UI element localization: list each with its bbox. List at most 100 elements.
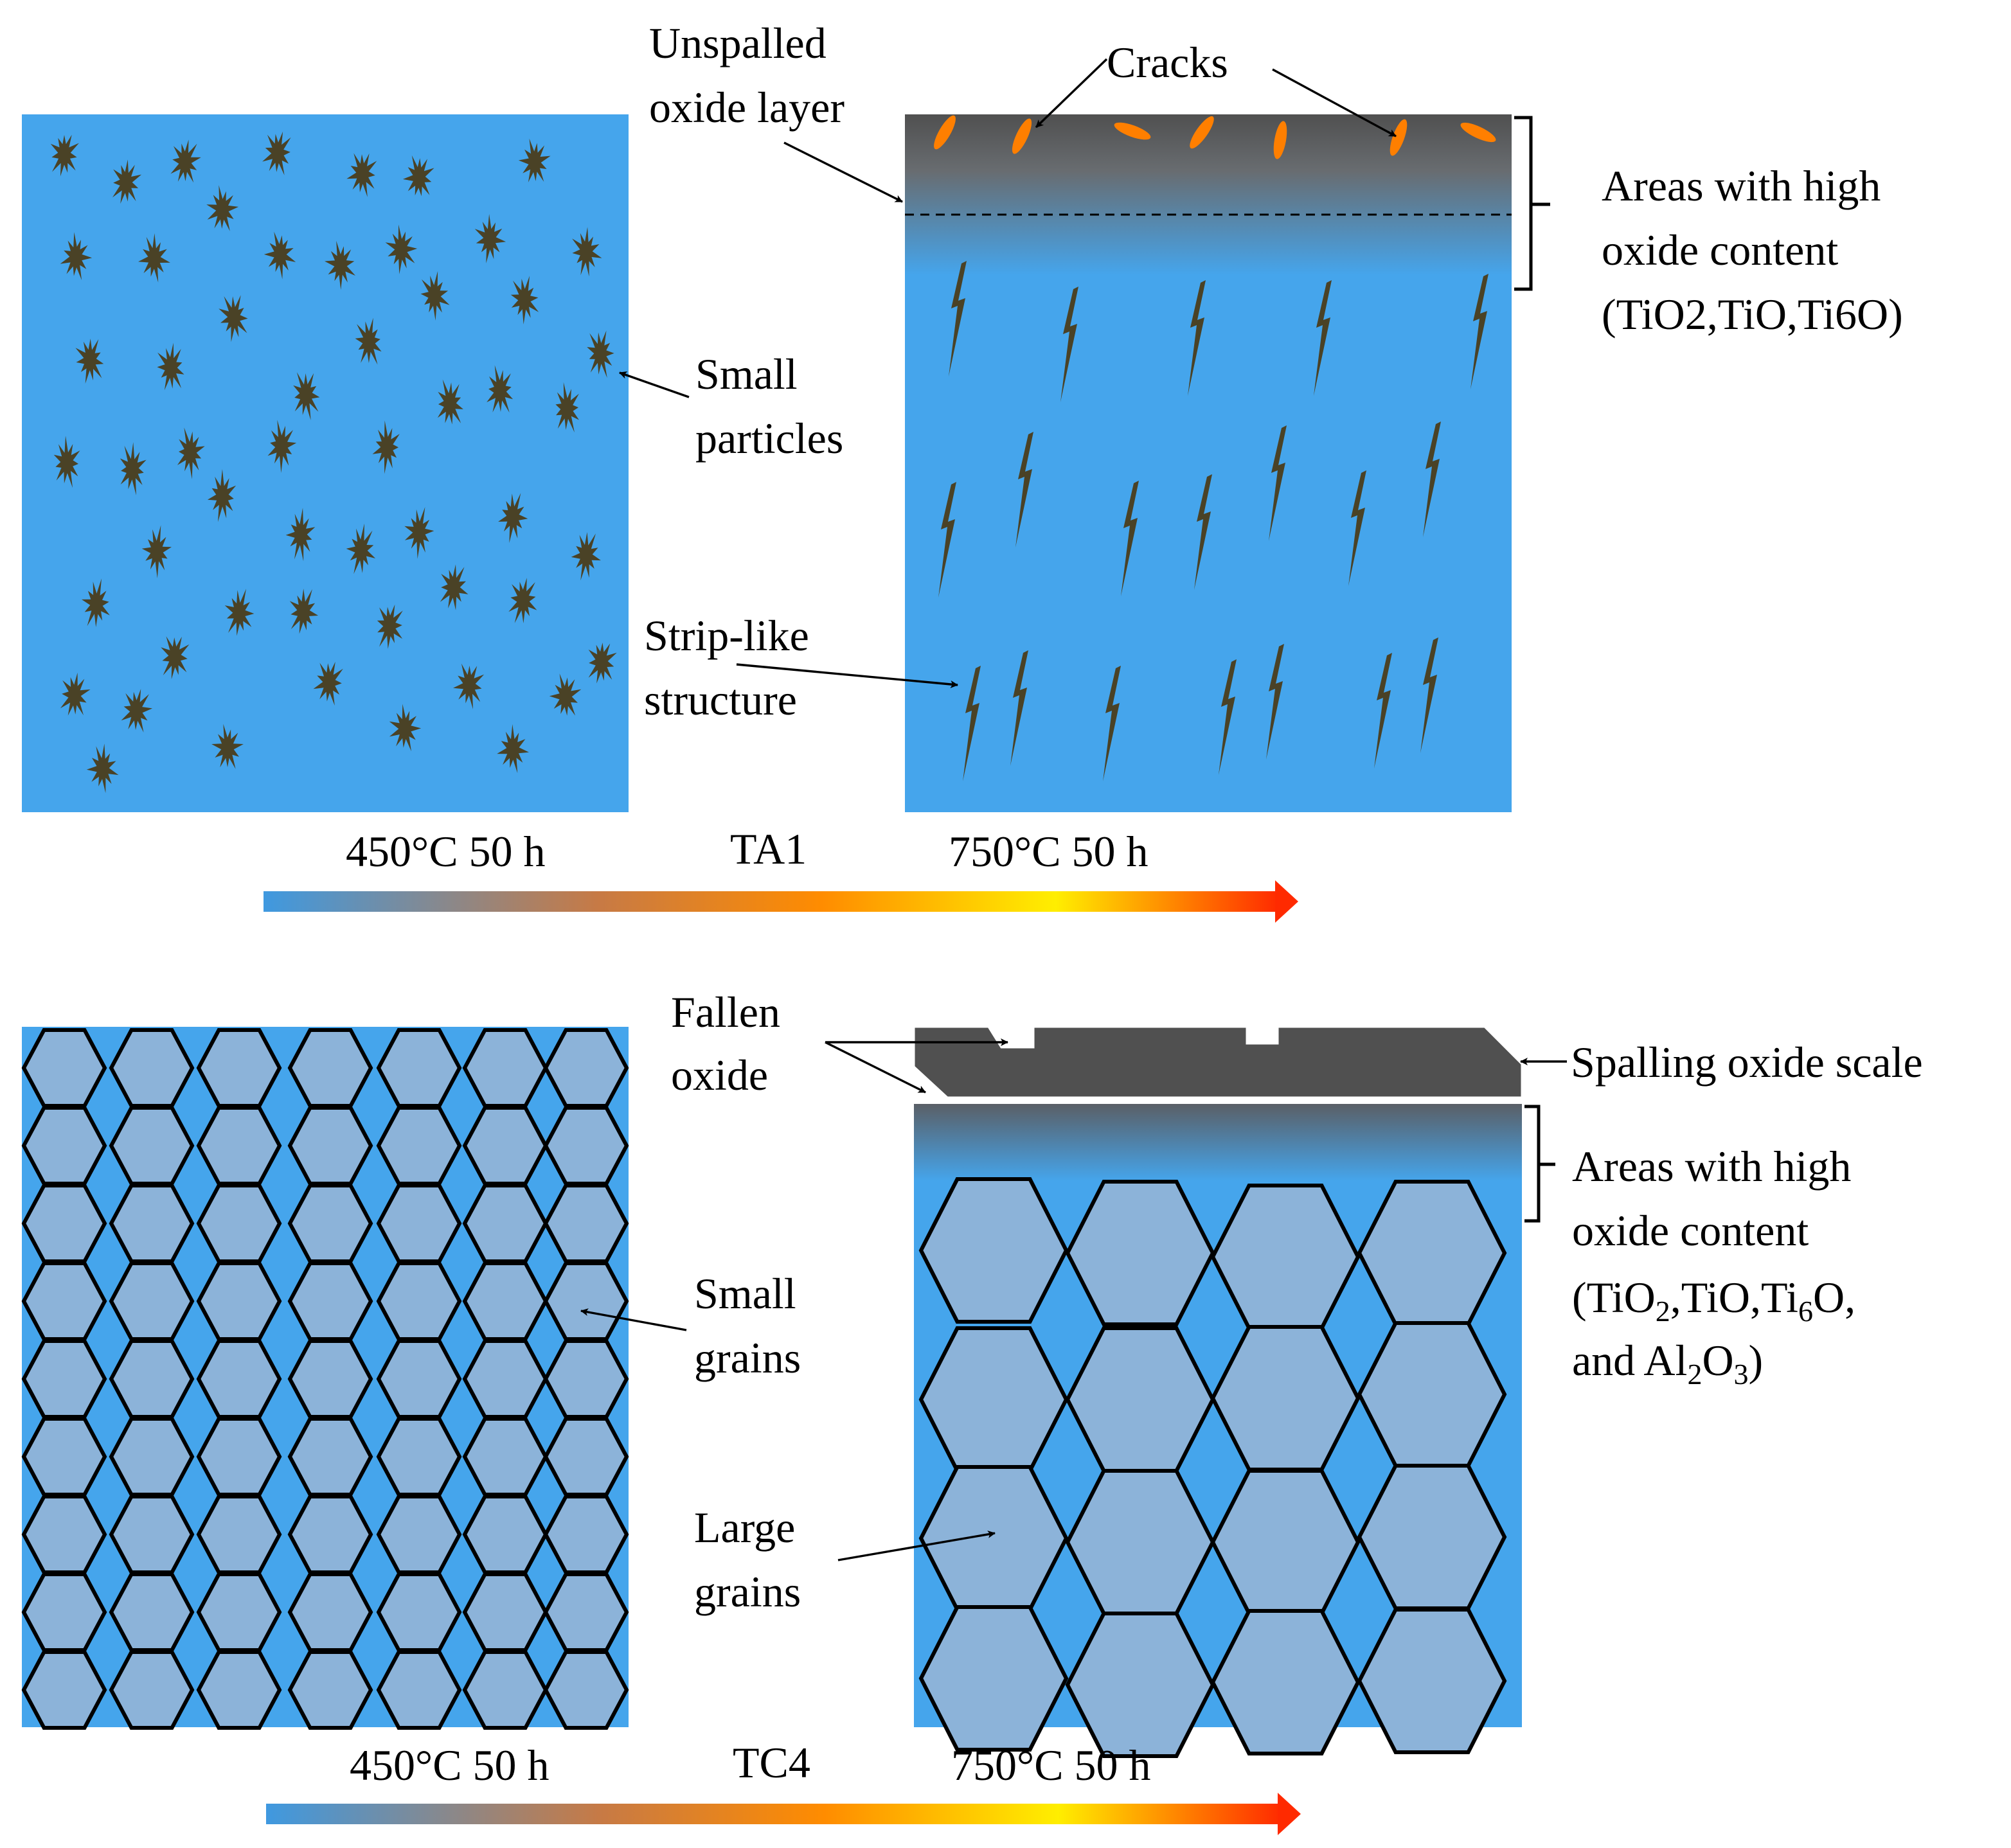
small-grain <box>543 1028 629 1108</box>
strip-like-arrow <box>736 663 958 688</box>
particle <box>389 704 422 752</box>
top-areas-high-oxide-label: Areas with high oxide content (TiO2,TiO,… <box>1602 161 1903 339</box>
small-grain <box>109 1572 195 1652</box>
small-grain <box>462 1106 548 1186</box>
strip-like-label: Strip-like structure <box>644 611 820 724</box>
particle <box>207 469 237 522</box>
small-grain <box>21 1339 107 1419</box>
top-panel-ta1: Unspalled oxide layer Cracks Small parti… <box>22 19 1903 923</box>
particle <box>487 365 514 413</box>
small-grain <box>376 1339 462 1419</box>
crack <box>1273 121 1287 159</box>
ta1-sample-name: TA1 <box>730 824 807 873</box>
bottom-panel-tc4: Fallen oxide Spalling oxide scale Small … <box>21 988 1923 1835</box>
small-grain <box>196 1417 282 1497</box>
particle <box>224 589 255 636</box>
particle <box>219 295 248 342</box>
strip-structure <box>1060 287 1078 402</box>
strip-structure <box>938 482 956 598</box>
tc4-sample-name: TC4 <box>733 1738 810 1787</box>
small-particles-label: Small particles <box>695 350 843 463</box>
small-grain <box>462 1572 548 1652</box>
crack <box>1390 119 1408 156</box>
cracks-arrow-left <box>1035 58 1108 129</box>
small-grains-group <box>21 1028 629 1730</box>
small-grain <box>287 1339 373 1419</box>
tc4-left-condition: 450°C 50 h <box>350 1741 550 1790</box>
bottom-oxide-formula-line-3: (TiO2,TiO,Ti6O, <box>1572 1273 1855 1328</box>
particle <box>211 724 244 769</box>
particle <box>346 523 376 574</box>
small-grain <box>287 1495 373 1574</box>
ta1-left-condition: 450°C 50 h <box>346 827 546 876</box>
crack <box>1460 122 1496 143</box>
unspalled-oxide-arrow <box>783 141 903 203</box>
small-grain <box>21 1184 107 1263</box>
small-grain <box>21 1106 107 1186</box>
particle <box>206 185 239 231</box>
large-grain <box>918 1605 1069 1752</box>
fallen-oxide-arrow-2 <box>825 1041 926 1094</box>
particle <box>161 636 190 679</box>
small-grain <box>376 1417 462 1497</box>
particle <box>587 330 614 378</box>
large-grains-arrow <box>837 1530 996 1561</box>
particle <box>289 589 319 634</box>
small-grain <box>462 1184 548 1263</box>
ta1-oxide-layer <box>905 114 1512 275</box>
strip-structure <box>1470 274 1488 389</box>
strip-structure <box>1314 280 1332 396</box>
small-grain <box>543 1495 629 1574</box>
ta1-heat-arrow-bar <box>264 891 1279 912</box>
crack <box>934 115 956 150</box>
particle <box>404 507 434 559</box>
small-grain <box>376 1184 462 1263</box>
small-grain <box>109 1184 195 1263</box>
particle <box>262 131 291 175</box>
small-grain <box>543 1106 629 1186</box>
particle <box>355 317 382 365</box>
strip-structure <box>1015 432 1033 547</box>
crack <box>1012 118 1032 154</box>
tc4-oxide-gradient <box>914 1104 1522 1181</box>
strip-structure <box>1348 470 1366 586</box>
crack <box>1190 116 1214 149</box>
small-grain <box>109 1650 195 1730</box>
particle <box>75 339 104 384</box>
large-grain <box>918 1177 1069 1324</box>
particle <box>325 240 355 290</box>
small-grain <box>462 1417 548 1497</box>
particle <box>572 227 602 277</box>
unspalled-oxide-label: Unspalled oxide layer <box>649 19 845 132</box>
ta1-450-sample <box>22 114 629 812</box>
small-grain <box>462 1028 548 1108</box>
small-grain <box>376 1106 462 1186</box>
strip-structure <box>1103 666 1121 781</box>
cracks-label: Cracks <box>1107 38 1228 87</box>
small-grain <box>376 1028 462 1108</box>
small-grain <box>287 1106 373 1186</box>
particle <box>264 231 296 280</box>
small-grain <box>287 1650 373 1730</box>
top-oxide-bracket <box>1514 116 1550 291</box>
small-grain <box>376 1495 462 1574</box>
strip-structure <box>1121 481 1139 596</box>
small-grain <box>196 1106 282 1186</box>
large-grains-label: Large grains <box>694 1503 806 1616</box>
small-grain <box>287 1572 373 1652</box>
small-grain <box>196 1261 282 1341</box>
small-grain <box>196 1339 282 1419</box>
strip-structure <box>949 261 967 377</box>
cracks-arrow-right <box>1272 68 1397 138</box>
small-grain <box>109 1106 195 1186</box>
particle <box>285 508 316 562</box>
strip-structure <box>963 666 981 781</box>
particle <box>497 724 529 774</box>
strip-structure <box>1269 425 1287 541</box>
particle <box>498 493 528 543</box>
small-grain <box>287 1184 373 1263</box>
particle <box>474 214 506 263</box>
strip-structure <box>1188 280 1206 396</box>
spalling-oxide-scale-label: Spalling oxide scale <box>1571 1038 1923 1087</box>
